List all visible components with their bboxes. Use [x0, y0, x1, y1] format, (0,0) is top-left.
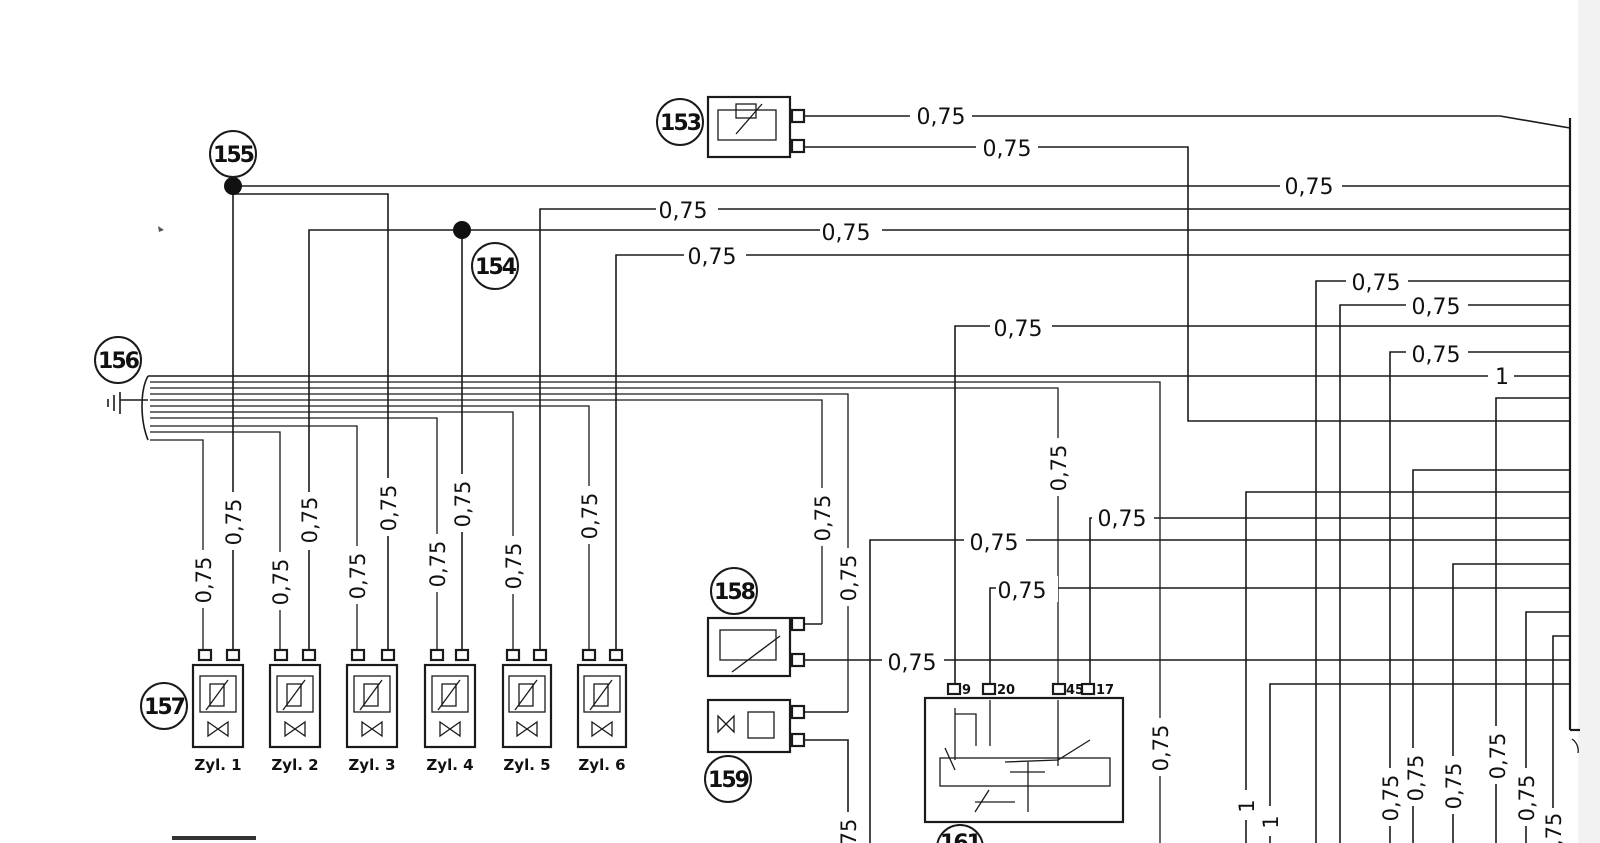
wire-label: 0,75 [578, 493, 602, 540]
cyl-label-1: Zyl. 1 [194, 756, 241, 774]
relay-pin-9: 9 [962, 683, 971, 698]
wire-labels-horizontal: 0,75 0,75 0,75 0,75 0,75 0,75 0,75 0,75 … [656, 102, 1514, 676]
callout-154-label: 154 [475, 255, 517, 280]
wire-label: 0,75 [994, 317, 1043, 342]
wire-label: 0,75 [1047, 445, 1071, 492]
wire-label: 0,75 [1442, 763, 1466, 810]
junction-155 [224, 177, 242, 195]
wire-label: 0,75 [346, 553, 370, 600]
injector-cyl-3 [345, 648, 399, 749]
ground-bundle [107, 375, 1570, 843]
wire-label: 0,75 [1149, 725, 1173, 772]
wire-label: 0,75 [983, 137, 1032, 162]
callout-157-label: 157 [144, 695, 185, 720]
callout-157: 157 [140, 682, 188, 730]
injector-cyl-6 [576, 648, 628, 749]
wire-label: 0,75 [1379, 775, 1403, 822]
wire-label: 0,75 [917, 105, 966, 130]
cyl-label-5: Zyl. 5 [503, 756, 550, 774]
sensor-158 [706, 616, 806, 678]
relay-161 [923, 682, 1125, 824]
junction-154 [453, 221, 471, 239]
wire-label: 0,75 [1515, 775, 1539, 822]
scan-fragment [172, 836, 256, 840]
wire-label: 0,75 [659, 199, 708, 224]
injector-cyl-2 [268, 648, 322, 749]
wire-label: 0,75 [1285, 175, 1334, 200]
injector-cyl-4 [423, 648, 477, 749]
cyl-label-4: Zyl. 4 [426, 756, 473, 774]
callout-158: 158 [710, 567, 758, 615]
wire-label: 0,75 [222, 499, 246, 546]
wire-label: 0,75 [1352, 271, 1401, 296]
wire-label: 0,75 [688, 245, 737, 270]
injector-cyl-5 [501, 648, 553, 749]
injector-row [191, 648, 628, 749]
scan-edge [1578, 0, 1600, 843]
cyl-label-6: Zyl. 6 [578, 756, 625, 774]
wire-label: 0,75 [426, 541, 450, 588]
wire-label: 0,75 [970, 531, 1019, 556]
control-unit-connector [1568, 118, 1580, 754]
wire-label: 0,75 [837, 819, 861, 843]
callout-153-label: 153 [660, 111, 701, 136]
wire-label: 0,75 [1098, 507, 1147, 532]
wire-label: 0,75 [192, 557, 216, 604]
wire-label-one: 1 [1495, 365, 1509, 390]
callout-156: 156 [94, 336, 142, 384]
cyl-label-2: Zyl. 2 [271, 756, 318, 774]
wire-label: 0,75 [998, 579, 1047, 604]
relay-pin-45: 45 [1066, 683, 1084, 698]
callout-153: 153 [656, 98, 704, 146]
wire-label: 0,75 [1412, 343, 1461, 368]
callout-154: 154 [471, 242, 519, 290]
callout-156-label: 156 [98, 349, 140, 374]
wire-labels-vertical: 0,75 0,75 0,75 0,75 0,75 0,75 0,75 0,75 … [190, 438, 1566, 843]
cyl-label-3: Zyl. 3 [348, 756, 395, 774]
cylinder-labels: Zyl. 1 Zyl. 2 Zyl. 3 Zyl. 4 Zyl. 5 Zyl. … [194, 756, 625, 774]
wire-label: 0,75 [811, 495, 835, 542]
wire-label: 0,75 [377, 485, 401, 532]
callout-159-label: 159 [708, 768, 749, 793]
wire-label: 0,75 [502, 543, 526, 590]
wire-label: 0,75 [888, 651, 937, 676]
callout-155-label: 155 [213, 143, 254, 168]
callout-161-label: 161 [940, 831, 981, 843]
wire-label: 0,75 [1404, 755, 1428, 802]
wire-label: 0,75 [451, 481, 475, 528]
wire-label-one: 1 [1259, 815, 1283, 828]
injector-cyl-1 [191, 648, 245, 749]
wire-label: 0,75 [837, 555, 861, 602]
right-wires [805, 280, 1570, 843]
top-wires [232, 115, 1571, 658]
sensor-153 [706, 95, 806, 159]
callout-161: 161 [936, 824, 984, 843]
scan-speck [158, 226, 164, 232]
relay-pin-20: 20 [997, 683, 1015, 698]
callout-155: 155 [209, 130, 257, 178]
wire-label: 0,75 [1542, 813, 1566, 843]
callout-158-label: 158 [714, 580, 755, 605]
wire-label: 0,75 [298, 497, 322, 544]
wire-label: 0,75 [822, 221, 871, 246]
wire-label: 0,75 [1486, 733, 1510, 780]
callout-159: 159 [704, 755, 752, 803]
wire-label: 0,75 [1412, 295, 1461, 320]
wire-label: 0,75 [269, 559, 293, 606]
relay-pin-17: 17 [1096, 683, 1114, 698]
valve-159 [706, 698, 806, 754]
wire-label-one: 1 [1235, 799, 1259, 812]
